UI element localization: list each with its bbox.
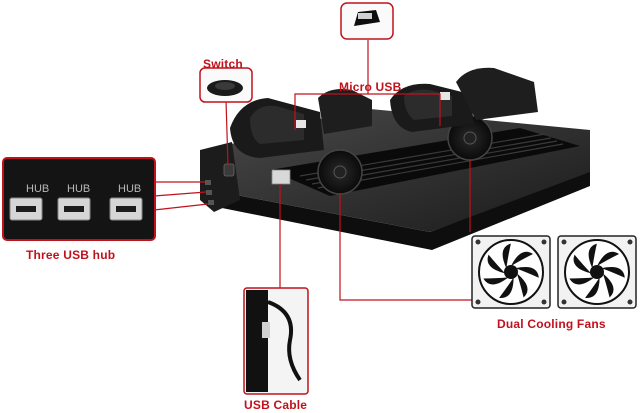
svg-text:HUB: HUB [118, 183, 141, 195]
hub-port-2: HUB [57, 183, 91, 221]
switch-inset [199, 67, 253, 103]
fan-icon-left [471, 235, 551, 309]
stand-front-face [210, 170, 590, 250]
micro-usb-inset [340, 2, 394, 40]
controller-cradle-right [390, 67, 538, 132]
hub-port-3: HUB [109, 183, 143, 221]
switch-label: Switch [203, 57, 243, 71]
three-usb-hub-label: Three USB hub [26, 248, 116, 262]
usb-cable-connector [271, 169, 291, 185]
controller-cradle-left [230, 89, 372, 158]
dual-cooling-fans-label: Dual Cooling Fans [497, 317, 606, 331]
usb-hub-inset: HUB HUB HUB [2, 157, 156, 241]
micro-usb-label: Micro USB [339, 80, 402, 94]
hub-port-1: HUB [9, 183, 49, 221]
callout-lines [153, 40, 472, 301]
svg-text:HUB: HUB [67, 183, 90, 195]
stand-switch-button [223, 163, 235, 177]
usb-cable-label: USB Cable [244, 398, 308, 412]
dual-fans-inset [471, 235, 637, 309]
svg-text:HUB: HUB [26, 183, 49, 195]
usb-cable-inset [243, 287, 309, 395]
fan-icon-right [557, 235, 637, 309]
charging-stand [200, 67, 590, 250]
